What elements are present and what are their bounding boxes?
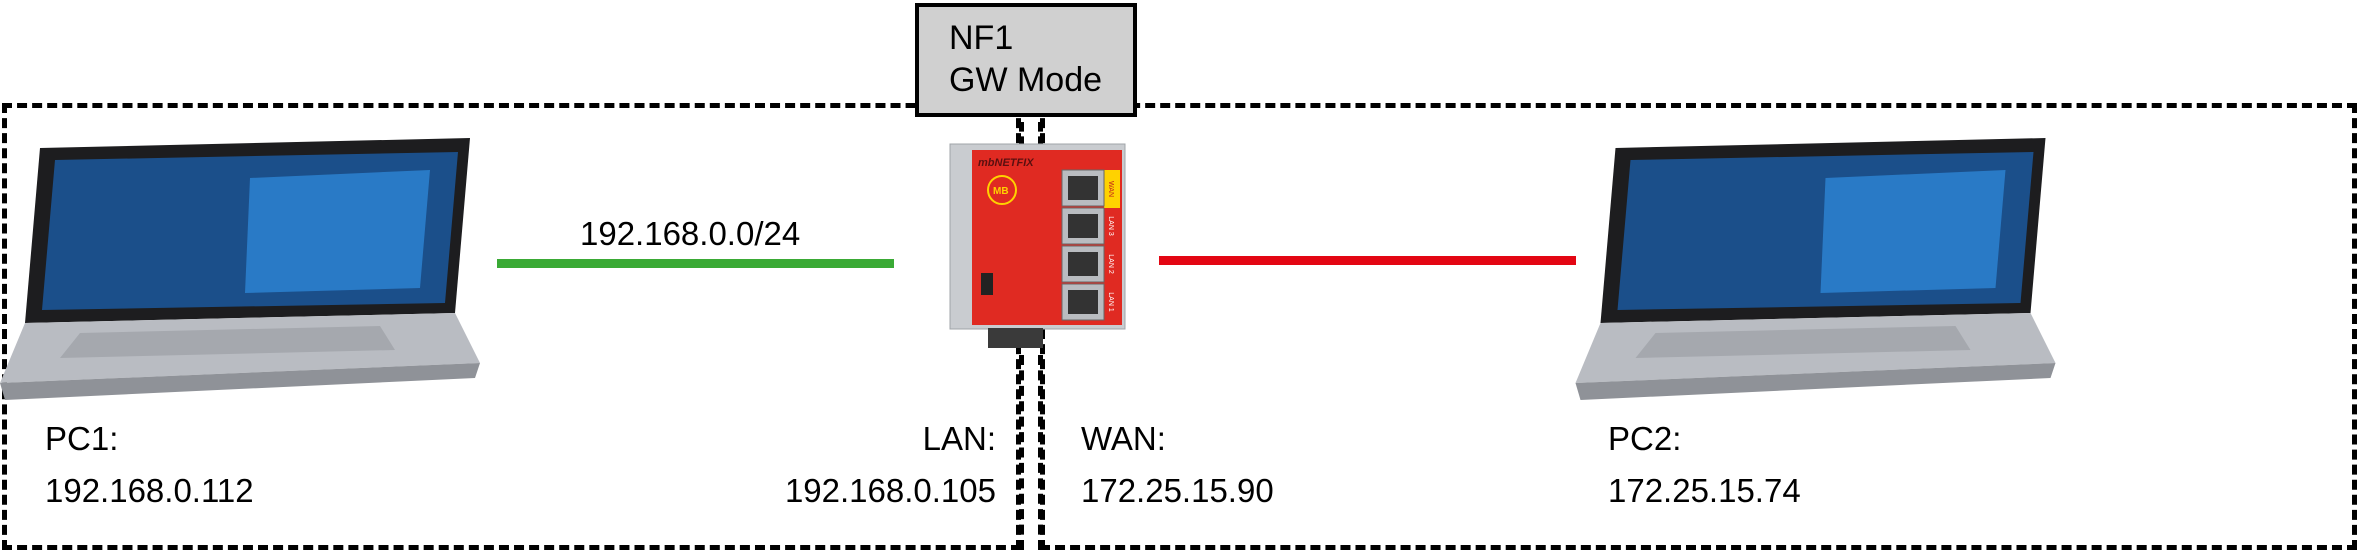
wan-port-label-bg <box>1104 170 1120 208</box>
lan-label: LAN: <box>922 420 996 457</box>
port-label-lan2: LAN 2 <box>1107 254 1114 274</box>
gateway-name: NF1 <box>949 19 1014 57</box>
router-device: mbNETFIX MB WAN LAN 3 LAN 2 LAN 1 <box>949 143 1126 348</box>
pc1-laptop-icon <box>0 138 480 400</box>
connector-dashes-lower <box>1019 355 1043 550</box>
pc2-laptop-icon <box>1575 138 2056 400</box>
wan-label: WAN: <box>1081 420 1166 457</box>
pc2-ip: 172.25.15.74 <box>1608 472 1801 509</box>
port-label-lan3: LAN 3 <box>1107 216 1114 236</box>
gateway-mode-box: NF1 GW Mode <box>915 3 1137 117</box>
connector-dashes <box>1019 122 1043 146</box>
wan-link <box>1159 256 1576 265</box>
pc1-ip: 192.168.0.112 <box>45 472 254 509</box>
router-logo: MB <box>993 186 1009 197</box>
router-brand: mbNETFIX <box>978 157 1034 169</box>
wan-ip: 172.25.15.90 <box>1081 472 1274 509</box>
gateway-mode: GW Mode <box>949 61 1103 99</box>
pc1-label: PC1: <box>45 420 119 457</box>
port-label-lan1: LAN 1 <box>1107 292 1114 312</box>
lan-ip: 192.168.0.105 <box>784 472 996 509</box>
pc2-label: PC2: <box>1608 420 1682 457</box>
lan-link <box>497 259 894 268</box>
lan-subnet-label: 192.168.0.0/24 <box>580 215 801 252</box>
port-label-wan: WAN <box>1107 181 1114 197</box>
